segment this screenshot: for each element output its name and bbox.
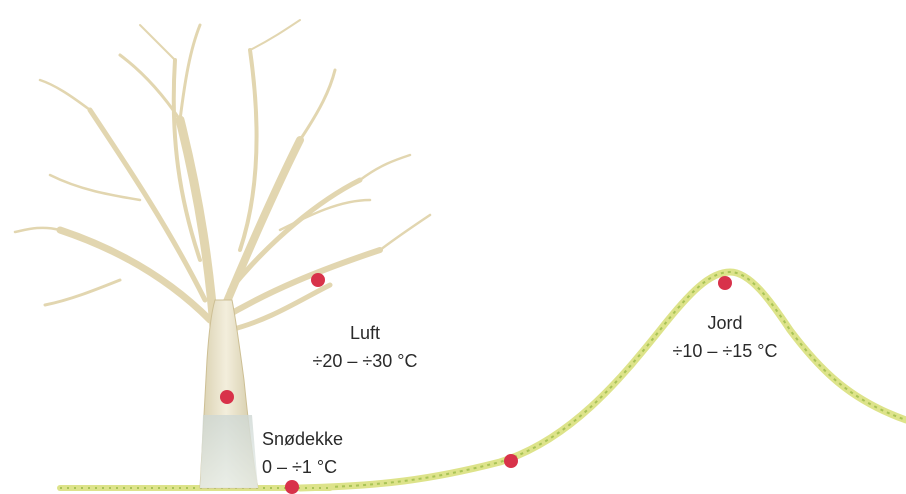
snow-temperature-label: Snødekke 0 – ÷1 °C [262,428,382,478]
hill-illustration [296,268,906,492]
snow-cover [200,415,258,488]
snow-measurement-marker [285,480,299,494]
hill-slope-measurement-marker [504,454,518,468]
snow-label-range: 0 – ÷1 °C [262,457,338,477]
soil-measurement-marker [718,276,732,290]
air-measurement-marker [311,273,325,287]
snow-label-name: Snødekke [262,429,344,449]
soil-label-range: ÷10 – ÷15 °C [672,341,778,361]
soil-label-name: Jord [707,313,743,333]
soil-temperature-label: Jord ÷10 – ÷15 °C [650,312,800,362]
air-label-name: Luft [349,323,381,343]
trunk-measurement-marker [220,390,234,404]
air-temperature-label: Luft ÷20 – ÷30 °C [290,322,440,372]
air-label-range: ÷20 – ÷30 °C [312,351,418,371]
tree-branches [13,19,432,345]
